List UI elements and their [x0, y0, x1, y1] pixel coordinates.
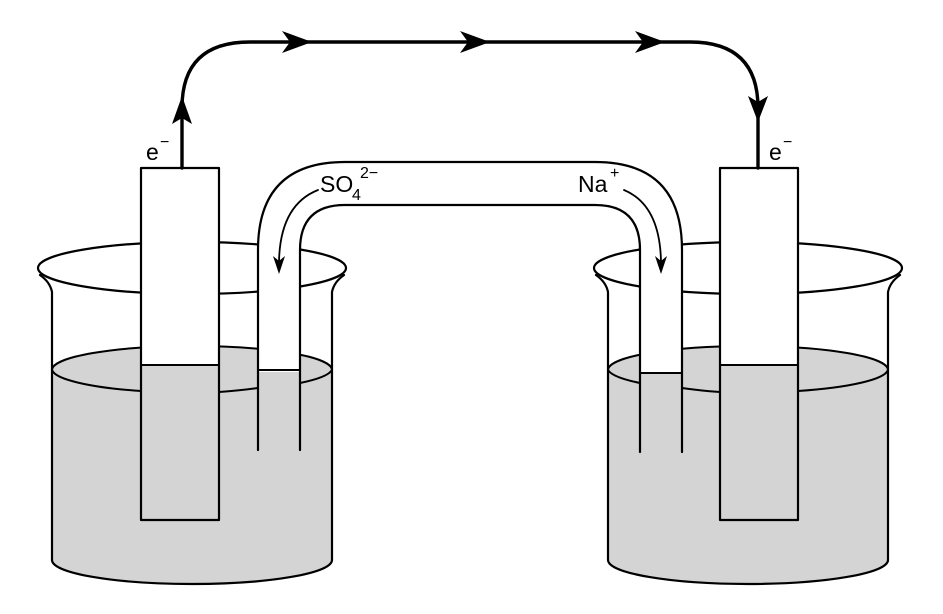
- arrow-up-icon: [172, 96, 192, 124]
- left-electron-label: e −: [146, 134, 169, 165]
- left-electron-charge: −: [160, 134, 169, 151]
- right-electron-symbol: e: [769, 139, 782, 165]
- arrow-right-icon: [635, 31, 665, 53]
- arrow-down-icon: [748, 96, 768, 122]
- sodium-flow-arrow: [623, 189, 667, 274]
- sodium-ion-symbol: Na: [578, 171, 608, 197]
- salt-bridge-outer-wall: [256, 160, 684, 454]
- sodium-ion-charge: +: [610, 165, 619, 182]
- external-wire: [180, 40, 760, 170]
- arrow-right-icon: [460, 31, 490, 53]
- right-electron-charge: −: [783, 134, 792, 151]
- arrow-down-icon: [273, 256, 285, 274]
- left-beaker-bottom: [50, 558, 334, 586]
- arrow-down-icon: [655, 256, 667, 274]
- sulfate-ion-symbol: SO: [320, 171, 353, 197]
- left-beaker-wall-right: [330, 273, 346, 562]
- sodium-ion-label: Na +: [578, 165, 619, 197]
- left-solution-surface-front-c: [299, 369, 333, 384]
- right-solution-surface-front-b: [681, 387, 721, 393]
- left-solution-surface-front-b: [218, 387, 259, 393]
- sulfate-flow-arrow: [273, 189, 319, 274]
- sulfate-ion-charge: 2−: [360, 165, 378, 182]
- right-beaker-wall-left: [594, 273, 610, 562]
- right-solution-surface-front-a: [607, 369, 641, 384]
- arrow-right-icon: [282, 31, 312, 53]
- left-beaker-wall-left: [38, 273, 54, 562]
- salt-bridge-inner-wall: [298, 203, 642, 454]
- right-beaker-bottom: [606, 558, 890, 586]
- salt-bridge: [256, 160, 684, 454]
- right-beaker-wall-right: [886, 273, 902, 562]
- right-solution-surface-front-c: [797, 369, 889, 392]
- left-electron-symbol: e: [146, 139, 159, 165]
- left-electrode: [139, 166, 221, 522]
- right-electron-label: e −: [769, 134, 792, 165]
- electron-flow-arrows: [172, 31, 768, 124]
- sulfate-ion-label: SO 4 2−: [320, 165, 378, 204]
- left-solution-surface-front-a: [51, 369, 142, 392]
- right-electrode: [718, 166, 800, 522]
- sulfate-ion-subscript: 4: [352, 187, 361, 204]
